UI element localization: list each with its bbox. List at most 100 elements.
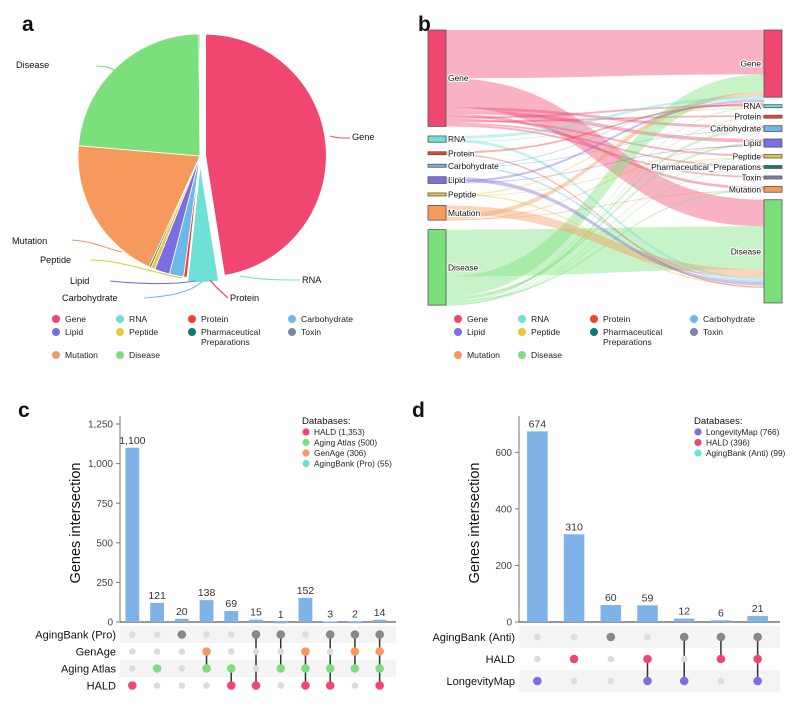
upset-dot-active[interactable] — [753, 676, 762, 686]
upset-dot-active[interactable] — [375, 664, 384, 673]
upset-dot-active[interactable] — [606, 632, 616, 642]
upset-bar[interactable] — [199, 600, 214, 622]
pie-slice-toxin[interactable] — [198, 33, 201, 157]
upset-dot-active[interactable] — [716, 654, 726, 664]
upset-dot-active[interactable] — [301, 681, 310, 690]
sankey-node-source-peptide[interactable] — [427, 192, 447, 197]
upset-dot-active[interactable] — [325, 681, 335, 690]
upset-dot-active[interactable] — [325, 630, 335, 639]
upset-dot-active[interactable] — [226, 681, 236, 690]
sankey-node-source-mutation[interactable] — [427, 205, 447, 221]
upset-dot-active[interactable] — [152, 664, 162, 673]
upset-dot-inactive[interactable] — [227, 631, 235, 638]
upset-dot-active[interactable] — [375, 647, 384, 656]
sankey-node-target-lipid[interactable] — [763, 138, 783, 148]
upset-dot-active[interactable] — [350, 630, 360, 639]
upset-dot-active[interactable] — [226, 664, 236, 673]
sankey-node-source-disease[interactable] — [427, 229, 447, 306]
upset-dot-inactive[interactable] — [277, 648, 285, 655]
upset-dot-active[interactable] — [679, 632, 689, 642]
upset-bar[interactable] — [563, 534, 585, 622]
pie-slice-mutation[interactable] — [77, 145, 201, 268]
upset-dot-active[interactable] — [533, 676, 542, 686]
sankey-node-target-pharmaceutical_preparations[interactable] — [763, 165, 783, 169]
upset-bar[interactable] — [527, 431, 548, 622]
upset-dot-inactive[interactable] — [252, 665, 260, 672]
upset-dot-inactive[interactable] — [203, 631, 210, 638]
upset-bar[interactable] — [298, 597, 313, 622]
upset-dot-active[interactable] — [177, 630, 187, 639]
upset-dot-active[interactable] — [301, 664, 310, 673]
upset-dot-inactive[interactable] — [178, 665, 186, 672]
upset-dot-inactive[interactable] — [680, 655, 688, 663]
upset-dot-active[interactable] — [643, 654, 652, 664]
upset-dot-inactive[interactable] — [178, 648, 186, 655]
sankey-node-target-gene[interactable] — [763, 29, 783, 98]
upset-dot-active[interactable] — [251, 630, 261, 639]
sankey-node-target-mutation[interactable] — [763, 186, 783, 193]
upset-bar[interactable] — [323, 621, 338, 624]
sankey-node-target-protein[interactable] — [763, 114, 783, 119]
upset-dot-inactive[interactable] — [644, 633, 651, 641]
sankey-node-target-peptide[interactable] — [763, 154, 783, 159]
upset-dot-inactive[interactable] — [227, 648, 235, 655]
upset-dot-inactive[interactable] — [607, 655, 615, 663]
upset-dot-inactive[interactable] — [129, 631, 136, 638]
pie-slice-disease[interactable] — [78, 33, 201, 157]
sankey-node-target-rna[interactable] — [763, 104, 783, 109]
upset-dot-active[interactable] — [276, 664, 286, 673]
upset-dot-active[interactable] — [753, 632, 762, 642]
upset-dot-active[interactable] — [251, 681, 261, 690]
upset-dot-active[interactable] — [569, 654, 579, 664]
upset-dot-inactive[interactable] — [570, 677, 578, 685]
upset-dot-inactive[interactable] — [534, 633, 541, 641]
upset-dot-inactive[interactable] — [203, 682, 210, 689]
upset-dot-inactive[interactable] — [129, 665, 136, 672]
upset-dot-inactive[interactable] — [607, 677, 615, 685]
upset-bar[interactable] — [224, 611, 239, 622]
sankey-node-target-carbohydrate[interactable] — [763, 125, 783, 132]
sankey-node-target-toxin[interactable] — [763, 175, 783, 180]
upset-dot-inactive[interactable] — [153, 682, 161, 689]
upset-dot-inactive[interactable] — [129, 648, 136, 655]
upset-dot-active[interactable] — [716, 632, 726, 642]
upset-dot-active[interactable] — [375, 681, 384, 690]
upset-dot-inactive[interactable] — [178, 682, 186, 689]
upset-dot-inactive[interactable] — [717, 677, 725, 685]
upset-dot-inactive[interactable] — [252, 648, 260, 655]
upset-dot-inactive[interactable] — [534, 655, 541, 663]
sankey-node-source-protein[interactable] — [427, 151, 447, 156]
upset-dot-active[interactable] — [643, 676, 652, 686]
upset-bar[interactable] — [747, 616, 768, 622]
upset-bar[interactable] — [174, 618, 189, 622]
upset-bar[interactable] — [673, 618, 695, 622]
upset-dot-active[interactable] — [276, 630, 286, 639]
upset-dot-active[interactable] — [202, 647, 211, 656]
upset-bar[interactable] — [637, 605, 658, 622]
upset-dot-inactive[interactable] — [302, 631, 309, 638]
sankey-node-target-disease[interactable] — [763, 199, 783, 304]
upset-dot-inactive[interactable] — [351, 682, 359, 689]
sankey-node-source-rna[interactable] — [427, 135, 447, 143]
upset-bar[interactable] — [273, 621, 288, 624]
upset-dot-active[interactable] — [301, 647, 310, 656]
upset-bar[interactable] — [600, 605, 622, 622]
upset-bar[interactable] — [372, 619, 387, 622]
upset-dot-inactive[interactable] — [326, 648, 334, 655]
sankey-node-source-gene[interactable] — [427, 29, 447, 127]
upset-dot-active[interactable] — [325, 664, 335, 673]
upset-dot-active[interactable] — [375, 630, 384, 639]
sankey-node-source-lipid[interactable] — [427, 176, 447, 184]
upset-dot-active[interactable] — [128, 681, 137, 690]
upset-bar[interactable] — [347, 621, 362, 624]
sankey-node-source-carbohydrate[interactable] — [427, 163, 447, 168]
upset-dot-inactive[interactable] — [153, 648, 161, 655]
upset-dot-active[interactable] — [202, 664, 211, 673]
upset-bar[interactable] — [249, 619, 263, 622]
upset-dot-active[interactable] — [350, 647, 360, 656]
upset-dot-inactive[interactable] — [570, 633, 578, 641]
upset-bar[interactable] — [150, 602, 165, 622]
upset-dot-inactive[interactable] — [277, 682, 285, 689]
pie-slice-gene[interactable] — [203, 32, 328, 278]
upset-dot-active[interactable] — [753, 654, 762, 664]
